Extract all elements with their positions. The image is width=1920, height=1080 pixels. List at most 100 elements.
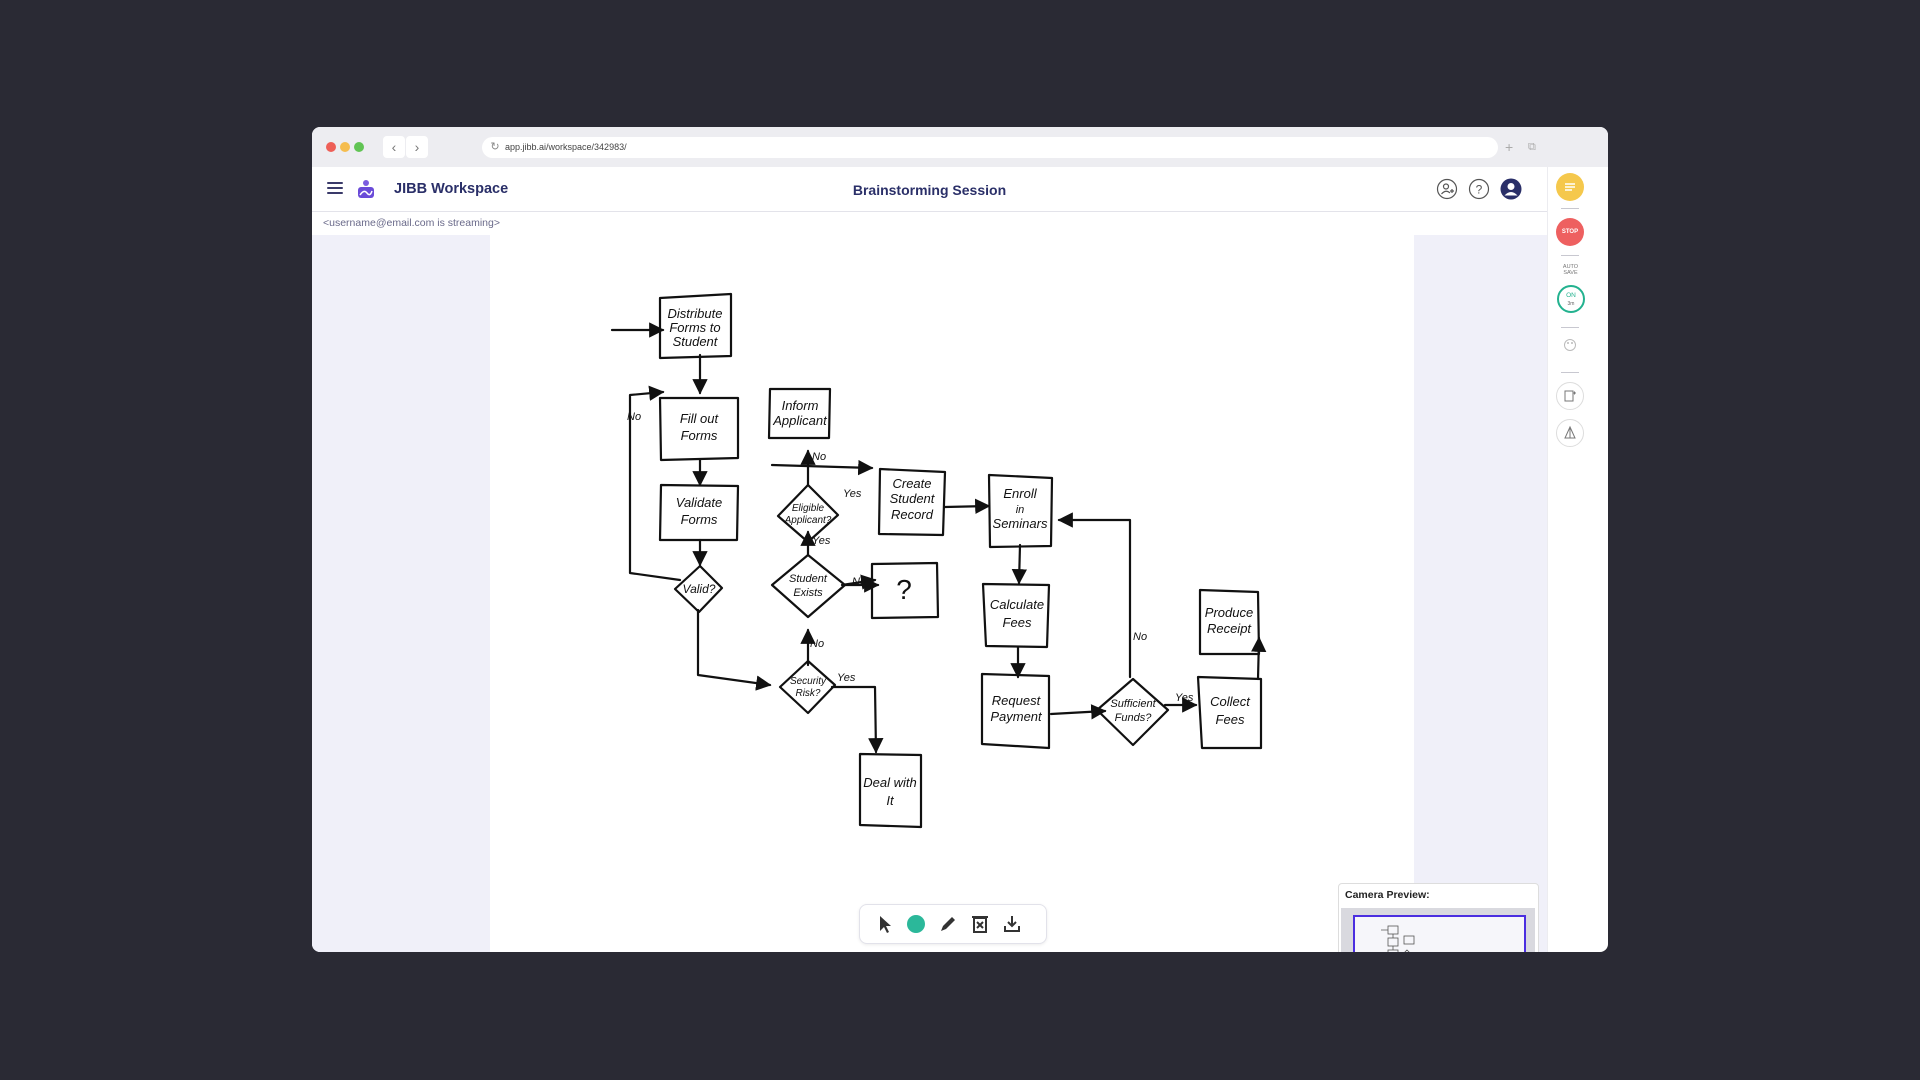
color-swatch[interactable] [904,912,928,936]
node-student-exists-line-1: Student [789,573,828,585]
notes-icon[interactable] [1556,173,1584,201]
sidebar-divider [1561,208,1579,209]
node-inform-line-2: Applicant [772,413,828,428]
notes-lines-icon [1565,183,1575,191]
back-icon[interactable]: ‹ [383,136,405,158]
node-distribute-line-3: Student [673,334,719,349]
svg-text:?: ? [1476,183,1483,197]
share-user-icon[interactable] [1436,178,1458,200]
reload-icon[interactable]: ↻ [490,141,500,153]
sidebar-divider [1561,327,1579,328]
node-request-line-2: Payment [990,709,1043,724]
node-create-line-1: Create [892,476,931,491]
new-tab-icon[interactable]: + [1505,139,1514,155]
label-no-eligible: No [812,451,826,463]
app-header: JIBB Workspace Brainstorming Session ? [312,167,1547,212]
stop-label: STOP [1561,229,1579,235]
node-eligible-line-1: Eligible [792,503,825,514]
node-security-line-2: Risk? [795,688,820,699]
whiteboard-canvas[interactable]: Distribute Forms to Student Fill out For… [490,235,1414,952]
browser-window: ‹ › ↻ app.jibb.ai/workspace/342983/ + ⧉ J… [312,127,1608,952]
node-enroll-line-1: Enroll [1003,486,1037,501]
add-page-button[interactable] [1556,382,1584,410]
label-no-exists: No [852,576,866,588]
node-enroll-line-3: Seminars [993,516,1048,531]
autosave-label-line-2: SAVE [1563,270,1578,276]
node-sufficient-line-2: Funds? [1115,712,1153,724]
tabs-overview-icon[interactable]: ⧉ [1528,141,1536,153]
session-title: Brainstorming Session [852,182,1007,198]
pen-icon[interactable] [936,912,960,936]
sidebar-divider [1561,372,1579,373]
drawing-toolbar [859,904,1047,944]
flowchart-sketch: Distribute Forms to Student Fill out For… [610,292,1267,829]
autosave-state: ON [1566,292,1576,299]
sidebar-divider [1561,255,1579,256]
node-distribute-line-1: Distribute [668,306,723,321]
node-distribute-line-2: Forms to [669,320,720,335]
shapes-icon [1564,425,1576,439]
palette-icon[interactable] [1563,338,1577,352]
label-yes-exists: Yes [812,535,831,547]
close-window-button[interactable] [326,142,336,152]
label-yes-funds: Yes [1175,692,1194,704]
label-yes-security: Yes [837,672,856,684]
node-inform-line-1: Inform [782,398,819,413]
node-collect-line-1: Collect [1210,694,1251,709]
node-fill-line-1: Fill out [680,411,720,426]
brand-name: JIBB Workspace [394,181,509,197]
node-enroll-line-2: in [1016,504,1025,516]
address-bar[interactable]: ↻ app.jibb.ai/workspace/342983/ [482,137,1498,158]
node-validate-line-1: Validate [676,495,723,510]
label-no-security: No [810,638,824,650]
node-calculate-line-1: Calculate [990,597,1044,612]
forward-icon[interactable]: › [406,136,428,158]
pointer-icon[interactable] [872,912,896,936]
autosave-toggle[interactable]: ON 3m [1557,285,1585,313]
streaming-status: <username@email.com is streaming> [312,212,1547,236]
node-eligible-line-2: Applicant? [784,515,832,526]
camera-preview-panel: Camera Preview: [1338,883,1539,952]
node-deal-line-1: Deal with [863,775,916,790]
account-avatar-icon[interactable] [1500,178,1522,200]
camera-preview-thumbnail [1341,908,1535,952]
app-content: JIBB Workspace Brainstorming Session ? <… [312,167,1547,952]
streaming-text: <username@email.com is streaming> [323,217,500,229]
flow-arrows [610,322,1267,754]
node-produce-line-2: Receipt [1207,621,1252,636]
autosave-label-line-1: AUTO [1562,264,1579,270]
label-no-valid: No [627,411,641,423]
node-student-exists-line-2: Exists [793,587,823,599]
camera-preview-image [1341,908,1535,952]
url-text: app.jibb.ai/workspace/342983/ [505,142,627,152]
label-no-funds: No [1133,631,1147,643]
node-sufficient-line-1: Sufficient [1110,698,1156,710]
help-icon[interactable]: ? [1468,178,1490,200]
minimize-window-button[interactable] [340,142,350,152]
node-request-line-1: Request [992,693,1042,708]
maximize-window-button[interactable] [354,142,364,152]
node-security-line-1: Security [790,676,827,687]
clear-icon[interactable] [968,912,992,936]
stop-stream-button[interactable]: STOP [1556,218,1584,246]
flow-shapes [658,292,1263,829]
node-valid: Valid? [683,582,716,596]
node-create-line-2: Student [890,491,936,506]
node-produce-line-1: Produce [1205,605,1253,620]
add-page-icon [1564,390,1576,402]
node-create-line-3: Record [891,507,934,522]
autosave-interval: 3m [1567,301,1575,307]
jibb-logo-icon [358,180,374,198]
node-validate-line-2: Forms [681,512,718,527]
node-deal-line-2: It [886,793,895,808]
node-collect-line-2: Fees [1216,712,1245,727]
shapes-button[interactable] [1556,419,1584,447]
menu-icon[interactable] [327,182,343,197]
camera-preview-label: Camera Preview: [1345,889,1430,901]
download-icon[interactable] [1000,912,1024,936]
node-question: ? [896,574,912,605]
whiteboard-area: Distribute Forms to Student Fill out For… [312,235,1547,952]
node-fill-line-2: Forms [681,428,718,443]
